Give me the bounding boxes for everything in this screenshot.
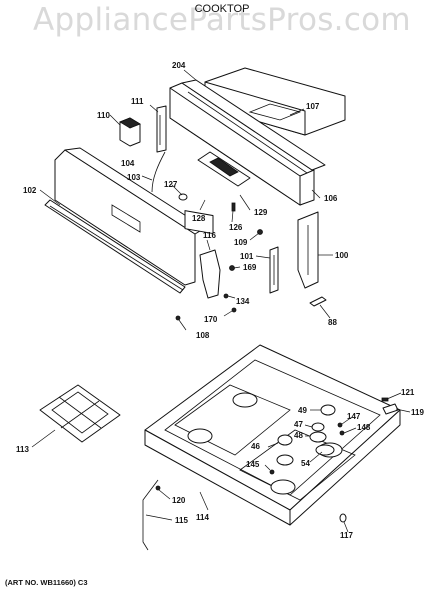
label-119: 119: [411, 408, 424, 417]
label-121: 121: [401, 388, 415, 397]
part-116-end-cap: [199, 249, 221, 299]
label-108: 108: [196, 331, 210, 340]
part-126-screw: [231, 202, 236, 212]
label-48: 48: [294, 431, 303, 440]
label-88: 88: [328, 318, 337, 327]
part-120-clip: [155, 485, 161, 491]
label-169: 169: [243, 263, 257, 272]
label-128: 128: [192, 214, 206, 223]
label-106: 106: [324, 194, 338, 203]
label-148: 148: [357, 423, 371, 432]
label-100: 100: [335, 251, 349, 260]
part-106-rear-trim: [299, 169, 315, 206]
part-114-cooktop: [144, 344, 401, 526]
label-120: 120: [172, 496, 186, 505]
part-48-burner-head: [309, 431, 327, 443]
part-47-burner-cap: [311, 422, 325, 432]
part-100-side-bracket: [297, 211, 319, 289]
label-101: 101: [240, 252, 254, 261]
label-102: 102: [23, 186, 37, 195]
diagram-title: COOKTOP: [194, 3, 250, 15]
part-111-bracket: [156, 105, 167, 153]
label-147: 147: [347, 412, 361, 421]
part-103-wire-harness: [151, 151, 166, 193]
label-54: 54: [301, 459, 310, 468]
label-129: 129: [254, 208, 268, 217]
part-145-electrode: [269, 469, 275, 475]
label-116: 116: [203, 231, 216, 240]
art-number: (ART NO. WB11660) C3: [5, 578, 88, 587]
label-109: 109: [234, 238, 248, 247]
part-128-control-board: [184, 151, 251, 235]
part-127-knob: [178, 193, 188, 201]
part-104-control-panel: [54, 147, 206, 286]
label-111: 111: [131, 97, 144, 106]
part-147-electrode: [337, 422, 343, 428]
label-115: 115: [175, 516, 188, 525]
label-46: 46: [251, 442, 260, 451]
label-134: 134: [236, 297, 250, 306]
part-110-spark-module: [119, 117, 141, 147]
label-204: 204: [172, 61, 186, 70]
part-108-screw: [175, 315, 181, 321]
part-115-support-rod: [142, 479, 159, 551]
part-54-burner-base: [315, 444, 335, 456]
label-145: 145: [246, 460, 260, 469]
leader-lines: [31, 69, 411, 533]
label-49: 49: [298, 406, 307, 415]
label-114: 114: [196, 513, 209, 522]
part-169-screw: [229, 265, 235, 271]
part-102-panel-trim: [44, 199, 186, 294]
label-127: 127: [164, 180, 178, 189]
part-49-burner-cap: [320, 404, 336, 416]
label-113: 113: [16, 445, 29, 454]
label-103: 103: [127, 173, 141, 182]
part-117-screw: [339, 513, 347, 523]
part-101-bracket: [269, 246, 279, 294]
part-119-hinge: [382, 403, 399, 415]
label-107: 107: [306, 102, 320, 111]
part-134-clip: [223, 293, 229, 299]
callout-labels: 204 107 111 110 104 103 127 128 126 129 …: [16, 61, 424, 540]
watermark: AppliancePartsPros.com: [33, 2, 411, 38]
label-170: 170: [204, 315, 218, 324]
label-126: 126: [229, 223, 243, 232]
part-148-electrode: [339, 430, 345, 436]
label-117: 117: [340, 531, 353, 540]
label-47: 47: [294, 420, 303, 429]
part-113-burner-grate: [39, 384, 121, 443]
label-110: 110: [97, 111, 110, 120]
part-88-pad: [309, 296, 327, 307]
label-104: 104: [121, 159, 135, 168]
part-121-screw: [381, 397, 389, 402]
part-46-burner-head: [276, 434, 294, 466]
part-170-screw: [231, 307, 237, 313]
